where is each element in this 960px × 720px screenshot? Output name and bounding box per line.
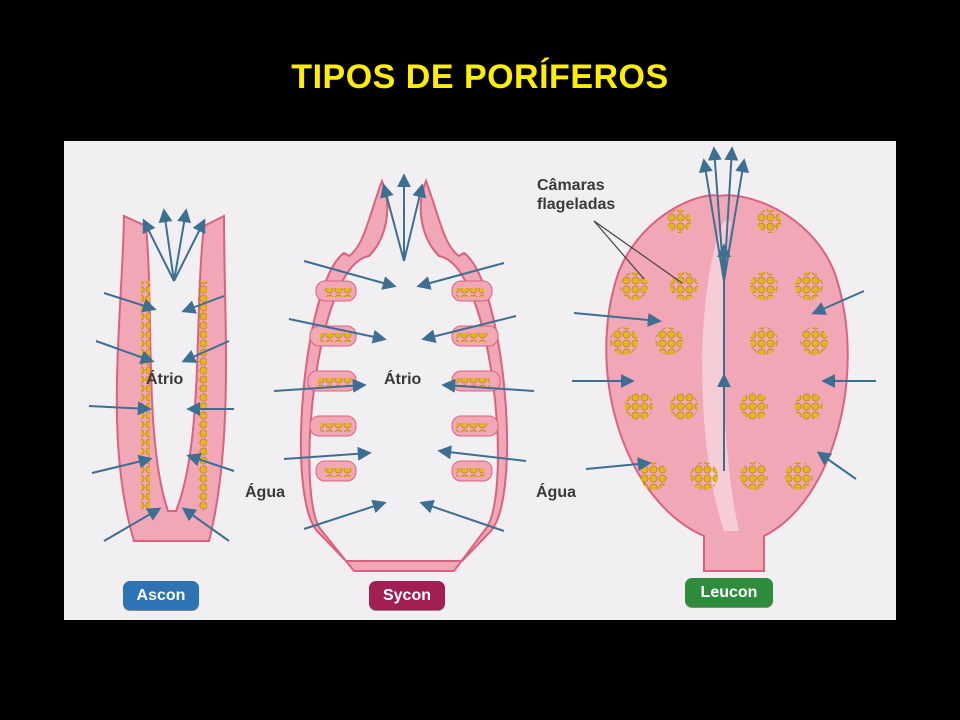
sycon-label: Sycon [382,587,431,604]
leucon-sponge [605,194,849,572]
arrow [173,208,192,282]
arrow [380,183,405,262]
arrow [419,499,505,532]
camaras-pointer-lines [593,220,683,284]
camaras-label-line2: flageladas [537,196,616,213]
arrow [142,218,175,282]
ascon-badge: Ascon [123,581,199,610]
sycon-badge: Sycon [369,581,445,610]
arrow [303,499,387,530]
arrow [288,318,387,344]
arrow [811,290,865,315]
leucon-flagellated-chambers [610,209,828,490]
arrow [158,208,175,282]
leucon-badge: Leucon [685,578,773,607]
atrio-label-ascon: Átrio [146,371,184,388]
arrow [181,340,230,363]
arrow [585,457,652,472]
arrow [173,218,206,282]
arrow [95,340,155,364]
ascon-label: Ascon [136,587,186,604]
arrow [416,262,505,290]
arrow [698,158,725,282]
camaras-flageladas-label: Câmaras flageladas [537,176,615,214]
arrow [181,507,230,542]
arrow [103,507,162,542]
arrow [441,378,535,393]
water-flow-arrows [88,146,876,542]
arrow [303,260,397,290]
arrow [273,378,367,393]
agua-label-1: Água [245,484,285,501]
page-title: TIPOS DE PORÍFEROS [291,58,669,96]
diagram-panel: Átrio Átrio Água Água Câmaras flageladas… [64,141,896,620]
atrio-label-sycon: Átrio [384,371,422,388]
arrow [816,451,857,480]
arrow [186,452,235,472]
arrow [723,158,750,282]
arrow [723,146,739,282]
arrow [403,183,427,262]
arrow [573,312,662,327]
arrow [437,445,527,462]
arrow [103,292,157,313]
arrow [707,146,725,282]
agua-label-2: Água [536,484,576,501]
arrow [91,454,153,474]
leucon-label: Leucon [700,584,758,601]
porifera-diagram [88,146,876,572]
arrow [181,295,225,314]
arrow [421,315,517,344]
arrow [88,401,152,416]
camaras-label-line1: Câmaras [537,177,605,194]
arrow [283,446,372,461]
ascon-choanocytes [141,281,207,511]
